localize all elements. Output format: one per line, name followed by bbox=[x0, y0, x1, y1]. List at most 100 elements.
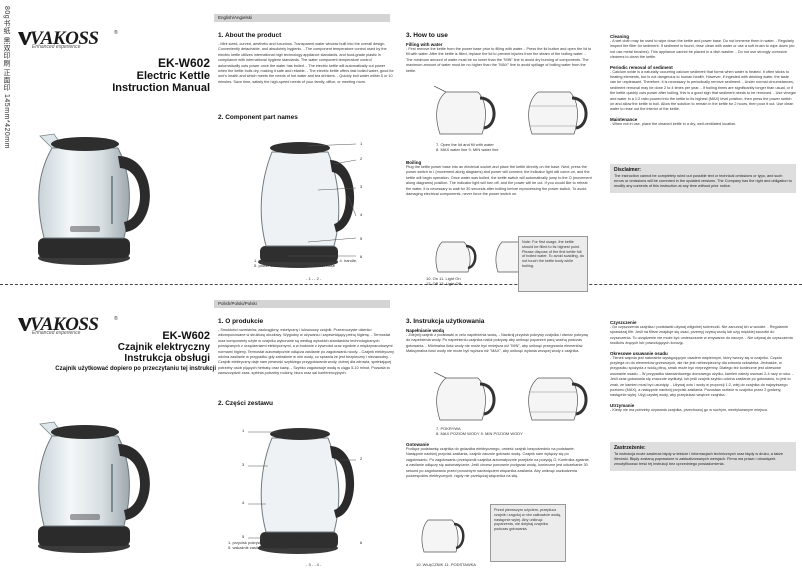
polish-sheet: VAKOSS ® Enhanced experience EK-W602 Cza… bbox=[14, 290, 796, 567]
part-number-3: 3 bbox=[242, 462, 245, 467]
boiling-figure-label-12-13: 12. Off 13. Light Off bbox=[426, 281, 461, 286]
model-number: EK-W602 bbox=[162, 330, 210, 342]
filling-figure-labels: 7. POKRYWA 8. MAX POZIOM WODY 9. MIN POZ… bbox=[436, 426, 586, 436]
cleaning-heading: Czyszczenie bbox=[610, 320, 637, 325]
part-number-4: 4 bbox=[242, 500, 245, 505]
parts-legend-line-1: 1. Lid button, 2. start-stop switch, 3. … bbox=[254, 258, 358, 263]
registered-mark: ® bbox=[114, 316, 118, 322]
filling-text: - First remove the kettle from the power… bbox=[406, 47, 592, 73]
brand-mark-icon bbox=[18, 318, 32, 331]
manual-subtitle: Czajnik użytkować dopiero po przeczytani… bbox=[55, 366, 216, 372]
disclaimer-heading: Disclaimer: bbox=[614, 167, 641, 173]
boiling-heading: Boiling bbox=[406, 160, 422, 165]
brand-tagline: Enhanced experience bbox=[32, 330, 81, 336]
kettle-photo bbox=[38, 421, 150, 553]
part-number-6: 6 bbox=[360, 540, 363, 545]
brand-logo: VAKOSS ® Enhanced experience bbox=[18, 28, 118, 50]
filling-text: - Zdejmij czajnik z podstawki w celu nap… bbox=[406, 333, 589, 354]
product-title: Czajnik elektryczny bbox=[117, 342, 210, 353]
part-number-1: 1 bbox=[360, 141, 363, 146]
brand-logo: VAKOSS ® Enhanced experience bbox=[18, 314, 118, 336]
english-sheet: VAKOSS ® Enhanced experience EK-W602 Ele… bbox=[14, 4, 796, 292]
maintenance-heading: Utrzymanie bbox=[610, 402, 635, 408]
disclaimer-box: Disclaimer: The instruction cannot be co… bbox=[610, 164, 796, 193]
manual-title: Instrukcja obsługi bbox=[124, 353, 210, 364]
part-number-5: 5 bbox=[360, 236, 363, 241]
about-text: - Mint sized, curved, aesthetic and luxu… bbox=[218, 42, 394, 84]
language-tab: English/Angielski bbox=[214, 14, 390, 22]
switch-on-diagram bbox=[435, 241, 477, 273]
cover-panel: VAKOSS ® Enhanced experience EK-W602 Cza… bbox=[14, 290, 216, 560]
parts-legend: 1. przycisk pokrywy, 2. włącznik, 3. cza… bbox=[228, 540, 378, 550]
product-title: Electric Kettle bbox=[136, 70, 210, 82]
print-note: 80g书纸 黑双印刷 正面印 145mm*420mm bbox=[3, 6, 10, 149]
filling-figure-labels: 7. Open the lid and fill with water 8. M… bbox=[436, 142, 586, 152]
filling-figure-label-7: 7. Open the lid and fill with water bbox=[436, 142, 494, 147]
boiling-text: Podłącz podstawkę czajnika do gniazdka e… bbox=[406, 447, 590, 479]
parts-diagram bbox=[258, 142, 357, 268]
cleaning-text: - A wet cloth may be used to wipe down t… bbox=[610, 39, 795, 60]
manual-title: Instruction Manual bbox=[112, 82, 210, 94]
first-use-note: Przed pierwszym użyciem, przepłucz czajn… bbox=[490, 504, 566, 562]
about-heading: 1. O produkcie bbox=[218, 318, 264, 325]
boiling-figure-label-10-11: 10. On 11. Light On bbox=[426, 276, 461, 281]
kettle-photo bbox=[38, 133, 150, 265]
cleaning-heading: Cleaning bbox=[610, 34, 630, 39]
boiling-figure-labels: 10. On 11. Light On 12. Off 13. Light Of… bbox=[426, 276, 526, 286]
parts-legend-line-2: 5. wskaźnik zasilania, 6. podstawka bbox=[228, 545, 292, 550]
howto-heading: 3. How to use bbox=[406, 32, 448, 39]
part-number-4: 4 bbox=[360, 212, 363, 217]
language-tab: Polish/Polski/Polski bbox=[214, 300, 390, 308]
parts-heading: 2. Części zestawu bbox=[218, 400, 273, 407]
parts-heading: 2. Component part names bbox=[218, 114, 298, 121]
first-use-note: Note: For first usage, the kettle should… bbox=[518, 236, 588, 292]
howto-column: 3. How to use Filling with water - First… bbox=[406, 14, 596, 292]
descale-text: - Calcium oxide is a naturally occurring… bbox=[610, 69, 796, 112]
howto-heading: 3. Instrukcja użytkowania bbox=[406, 318, 485, 325]
maintenance-text: - Kiedy nie ma potrzeby używania czajnik… bbox=[610, 407, 769, 412]
brand-mark-icon bbox=[18, 32, 32, 45]
registered-mark: ® bbox=[114, 30, 118, 36]
brand-name: VAKOSS bbox=[30, 28, 99, 49]
page-number: - 1 - - 2 - bbox=[306, 276, 322, 281]
switch-diagram bbox=[421, 519, 465, 553]
filling-diagram bbox=[433, 372, 496, 421]
disclaimer-heading: Zastrzeżenie: bbox=[614, 445, 646, 451]
care-column: Cleaning - A wet cloth may be used to wi… bbox=[610, 14, 796, 276]
page-number: - 3 - - 4 - bbox=[306, 562, 322, 567]
filling-diagram bbox=[433, 86, 496, 135]
maintenance-text: - When not in use, place the cleaned ket… bbox=[610, 121, 737, 126]
descale-heading: Okresowe usuwanie osadu bbox=[610, 350, 668, 356]
boiling-text: Plug the kettle power base into an elect… bbox=[406, 165, 592, 197]
water-level-diagram bbox=[528, 91, 588, 135]
brand-tagline: Enhanced experience bbox=[32, 44, 81, 50]
howto-column: 3. Instrukcja użytkowania Napełnianie wo… bbox=[406, 300, 596, 567]
part-number-1: 1 bbox=[242, 428, 245, 433]
parts-legend-line-2: 5. power source indicator light, 6. Powe… bbox=[254, 263, 335, 268]
part-number-6: 6 bbox=[360, 254, 363, 259]
parts-legend-line-1: 1. przycisk pokrywy, 2. włącznik, 3. cza… bbox=[228, 540, 324, 545]
about-column: English/Angielski 1. About the product -… bbox=[214, 14, 394, 281]
disclaimer-text: Ta instrukcja może zawierać błędy w tekś… bbox=[614, 452, 784, 467]
water-level-diagram bbox=[528, 377, 588, 421]
boiling-heading: Gotowanie bbox=[406, 442, 430, 447]
about-heading: 1. About the product bbox=[218, 32, 282, 39]
disclaimer-text: The instruction cannot be completely rul… bbox=[614, 174, 792, 189]
brand-name: VAKOSS bbox=[30, 314, 99, 335]
part-number-5: 5 bbox=[242, 534, 245, 539]
cover-panel: VAKOSS ® Enhanced experience EK-W602 Ele… bbox=[14, 4, 214, 274]
part-number-3: 3 bbox=[360, 184, 363, 189]
part-number-2: 2 bbox=[360, 156, 363, 161]
care-column: Czyszczenie - Do czyszczenia czajnika i … bbox=[610, 300, 796, 562]
cleaning-text: - Do czyszczenia czajnika i podstawki uż… bbox=[610, 325, 793, 346]
about-text: - Smukłości rozmiarów, zaokrąglony, este… bbox=[218, 328, 395, 376]
boiling-figure-labels: 10. WŁĄCZNIK 11. PODSTAWKA bbox=[416, 562, 566, 567]
filling-figure-label-7: 7. POKRYWA bbox=[436, 426, 461, 431]
part-number-2: 2 bbox=[360, 456, 363, 461]
model-number: EK-W602 bbox=[157, 56, 210, 70]
disclaimer-box: Zastrzeżenie: Ta instrukcja może zawiera… bbox=[610, 442, 796, 471]
boiling-figure-label-10-11: 10. WŁĄCZNIK 11. PODSTAWKA bbox=[416, 562, 476, 567]
filling-heading: Filling with water bbox=[406, 42, 443, 47]
descale-heading: Periodic removal of sediment bbox=[610, 64, 673, 70]
about-column: Polish/Polski/Polski 1. O produkcie - Sm… bbox=[214, 300, 395, 567]
